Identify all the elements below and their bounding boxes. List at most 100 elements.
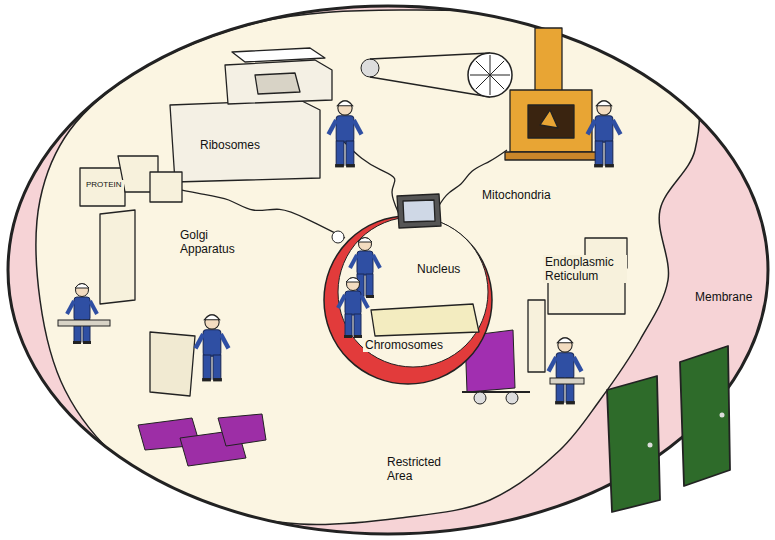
membrane-door: [680, 346, 730, 486]
worker-body: [345, 291, 361, 315]
worker-body: [556, 353, 574, 379]
worker-leg: [336, 141, 344, 165]
worker-cap: [204, 315, 219, 320]
worker-leg: [213, 355, 221, 379]
nucleus-envelope: [324, 216, 492, 384]
ribosome-machine: [170, 100, 320, 182]
worker-cap: [358, 238, 372, 243]
membrane-label: Membrane: [693, 290, 754, 304]
worker-body: [336, 116, 354, 142]
worker-cap: [75, 284, 89, 289]
golgi-panel: [100, 210, 135, 304]
drive-belt: [370, 53, 490, 59]
worker-leg: [605, 141, 613, 165]
worker-figure: [549, 338, 582, 405]
protein-box: [80, 168, 125, 206]
furnace-chimney: [535, 28, 562, 92]
monitor-screen: [403, 200, 435, 222]
worker-shoe: [366, 295, 374, 298]
worker-shoe: [73, 341, 81, 344]
worker-shoe: [594, 164, 603, 167]
organelle-label: Golgi Apparatus: [178, 228, 252, 256]
worker-arm: [549, 357, 557, 371]
furnace-flame: [540, 110, 558, 128]
door-knob: [720, 413, 725, 418]
cart-wheel: [506, 392, 518, 404]
worker-cap: [557, 338, 572, 343]
worker-shoe: [566, 401, 575, 404]
region-label: Restricted Area: [385, 455, 449, 483]
worker-arm: [67, 301, 74, 314]
worker-cap: [596, 101, 611, 106]
worker-shoe: [202, 378, 211, 381]
worker-head: [558, 338, 572, 352]
drive-wheel: [468, 53, 512, 97]
worker-shoe: [83, 341, 91, 344]
worker-shoe: [335, 164, 344, 167]
furnace-base: [505, 152, 598, 160]
worker-shoe: [555, 401, 564, 404]
wheel-spoke: [476, 61, 504, 89]
restricted-area-boundary: [36, 10, 699, 525]
worker-body: [203, 330, 221, 356]
organelle-label: Chromosomes: [363, 338, 445, 352]
worker-arm: [338, 295, 345, 308]
box-label: PROTEIN: [84, 180, 124, 190]
worker-arm: [354, 120, 362, 134]
worker-shoe: [213, 378, 222, 381]
worker-figure: [329, 101, 362, 168]
worker-body: [357, 251, 373, 275]
worker-leg: [346, 141, 354, 165]
worker-arm: [90, 301, 97, 314]
worker-head: [205, 315, 219, 329]
worker-shoe: [605, 164, 614, 167]
cell-membrane-region: [8, 6, 768, 534]
worker-head: [76, 284, 89, 297]
nucleus-node: NucleusChromosomes: [323, 212, 493, 382]
nucleus-clock: [332, 231, 344, 243]
worker-leg: [354, 314, 361, 336]
worker-cap: [337, 101, 352, 106]
worker-arm: [574, 357, 582, 371]
wire: [342, 140, 400, 216]
worker-figure: [67, 284, 97, 345]
press-top: [232, 48, 325, 62]
protein-box: [150, 172, 182, 202]
cell-membrane: [8, 6, 768, 534]
furnace-fire-door: [528, 105, 574, 138]
worker-figure: [588, 101, 621, 168]
worker-leg: [366, 274, 373, 296]
organelle-label: Nucleus: [415, 262, 462, 276]
membrane-door: [607, 376, 660, 512]
organelle-label: Endoplasmic Reticulum: [543, 255, 627, 283]
worker-head: [347, 278, 360, 291]
organelle-label: Ribosomes: [198, 138, 262, 152]
nucleus-shape: [323, 212, 493, 382]
golgi-desk: [58, 320, 110, 326]
worker-figure: [338, 278, 368, 339]
worker-shoe: [344, 335, 352, 338]
worker-arm: [329, 120, 337, 134]
worker-shoe: [354, 335, 362, 338]
press-body: [225, 60, 332, 104]
worker-arm: [361, 295, 368, 308]
wire: [432, 150, 507, 218]
worker-arm: [613, 120, 621, 134]
worker-body: [74, 297, 90, 321]
blueprint-table: [371, 304, 479, 336]
er-chair: [550, 378, 584, 384]
worker-leg: [345, 314, 352, 336]
nucleus-interior: [338, 217, 488, 367]
worker-body: [595, 116, 613, 142]
belt-roller: [361, 59, 379, 77]
cart-wheel: [474, 392, 486, 404]
er-panel: [528, 300, 545, 372]
door-knob: [648, 443, 653, 448]
worker-head: [359, 238, 372, 251]
worker-leg: [595, 141, 603, 165]
worker-arm: [373, 255, 380, 268]
worker-arm: [588, 120, 596, 134]
worker-arm: [221, 334, 229, 348]
worker-head: [338, 101, 352, 115]
cart-bed: [462, 391, 530, 393]
